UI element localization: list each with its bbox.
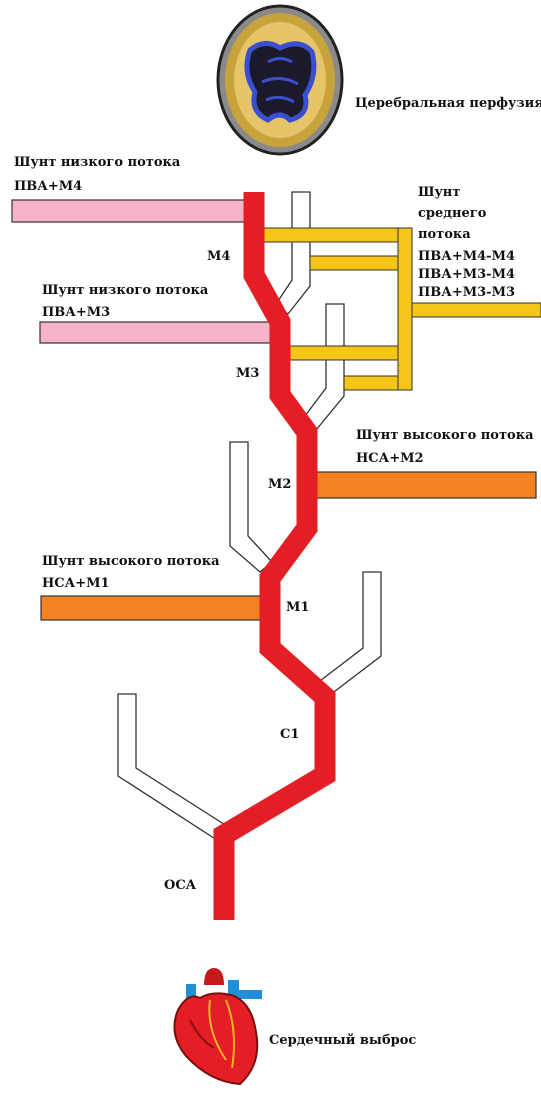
shunt-high-m2-title: Шунт высокого потока (356, 429, 534, 442)
shunt-medium-line3: потока (418, 228, 471, 241)
shunt-high-m1-title: Шунт высокого потока (42, 555, 220, 568)
segment-m3-label: М3 (236, 367, 259, 380)
shunt-medium-combo-1: ПВА+М4-М4 (418, 250, 515, 263)
shunt-medium-combo-3: ПВА+М3-М3 (418, 286, 515, 299)
shunt-medium-combo-2: ПВА+М3-М4 (418, 268, 515, 281)
heart-icon (174, 968, 262, 1084)
segment-m2-label: М2 (268, 478, 291, 491)
cardiac-output-label: Сердечный выброс (269, 1034, 416, 1047)
shunt-high-m1-sub: НСА+М1 (42, 577, 110, 590)
segment-c1-label: С1 (280, 728, 299, 741)
shunt-low-m4-title: Шунт низкого потока (14, 156, 180, 169)
main-artery-path (224, 192, 325, 920)
segment-m1-label: М1 (286, 601, 309, 614)
shunt-high-m2-sub: НСА+М2 (356, 452, 424, 465)
shunt-high-m2-bar (316, 472, 536, 498)
brain-perfusion-scan-icon (218, 6, 342, 154)
segment-oca-label: ОСА (164, 879, 196, 892)
shunt-low-m3-sub: ПВА+М3 (42, 306, 110, 319)
shunt-high-m1-bar (41, 596, 265, 620)
low-flow-shunts (12, 200, 274, 343)
shunt-low-m4-sub: ПВА+М4 (14, 180, 82, 193)
shunt-low-m3-bar (40, 322, 274, 343)
shunt-low-m4-bar (12, 200, 248, 222)
shunt-medium-line2: среднего (418, 207, 486, 220)
segment-m4-label: М4 (207, 250, 230, 263)
shunt-medium-line1: Шунт (418, 186, 460, 199)
cerebral-perfusion-label: Церебральная перфузия (355, 97, 541, 110)
shunt-low-m3-title: Шунт низкого потока (42, 284, 208, 297)
